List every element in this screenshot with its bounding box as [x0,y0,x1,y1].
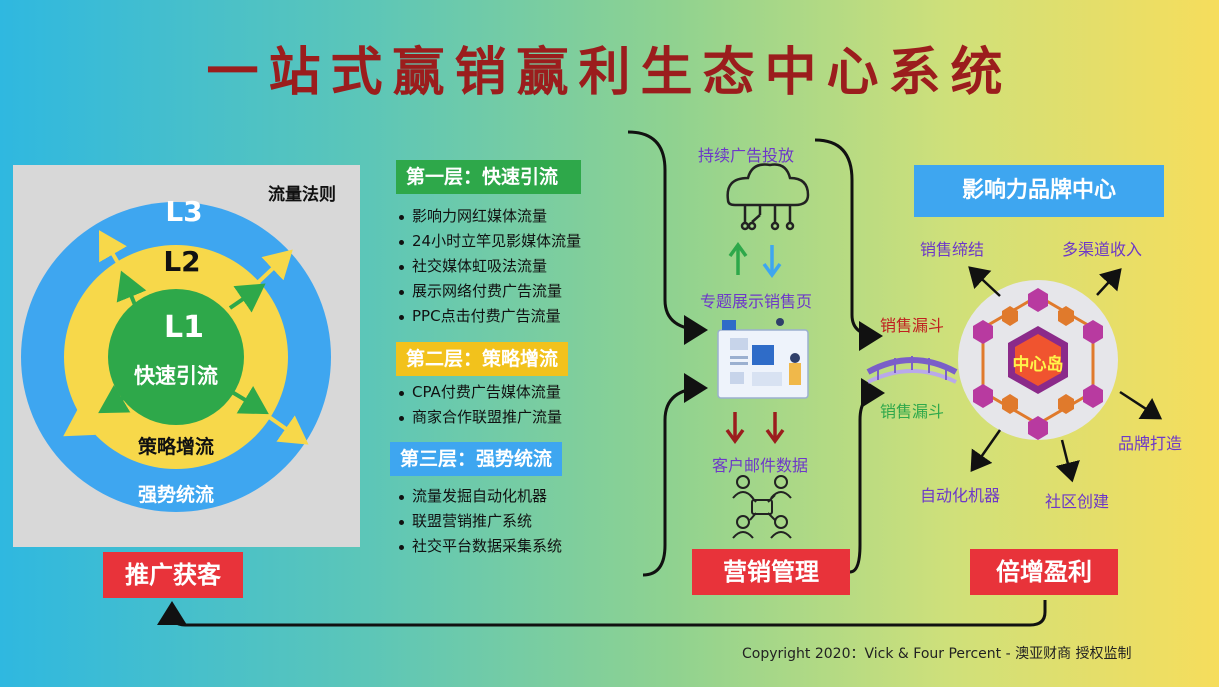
spoke-automation-machine: 自动化机器 [920,486,1001,505]
cloud-network-icon [726,163,810,231]
layer-3: 第三层：强势统流 流量发掘自动化机器 联盟营销推广系统 社交平台数据采集系统 [390,442,563,559]
copyright-text: Copyright 2020：Vick & Four Percent - 澳亚财… [742,646,1132,662]
layer-3-heading: 第三层：强势统流 [390,442,563,476]
list-item: 24小时立竿见影媒体流量 [396,229,581,254]
email-data-label: 客户邮件数据 [712,456,809,475]
spoke-community-building: 社区创建 [1045,492,1110,511]
inner-arrows [98,270,269,415]
marketing-management-button[interactable]: 营销管理 [692,549,850,595]
hub-spoke-arrows [968,266,1163,483]
layer-1-list: 影响力网红媒体流量 24小时立竿见影媒体流量 社交媒体虹吸法流量 展示网络付费广… [396,204,581,329]
ring-l1-sub: 快速引流 [134,364,218,388]
multiply-profit-button[interactable]: 倍增盈利 [970,549,1118,595]
ring-l1 [108,289,244,425]
sync-arrows [728,242,782,278]
list-item: 影响力网红媒体流量 [396,204,581,229]
page-title: 一站式赢销赢利生态中心系统 [206,43,1013,103]
layer-1: 第一层：快速引流 影响力网红媒体流量 24小时立竿见影媒体流量 社交媒体虹吸法流… [396,160,582,329]
spoke-multi-channel-income: 多渠道收入 [1062,240,1143,259]
sales-page-illustration-icon [717,318,809,399]
list-item: 社交媒体虹吸法流量 [396,254,581,279]
ring-l3-label: L3 [165,195,203,228]
flow-arrows [157,130,1047,627]
brand-center-box: 影响力品牌中心 [914,165,1164,217]
funnel-top-label: 销售漏斗 [880,316,945,335]
list-item: CPA付费广告媒体流量 [396,380,568,405]
ring-l2-label: L2 [163,245,201,278]
layer-2-heading: 第二层：策略增流 [396,342,569,376]
spoke-sales-closing: 销售缔结 [920,240,985,259]
list-item: 展示网络付费广告流量 [396,279,581,304]
bridge-icon [866,356,958,384]
ring-l2-sub: 策略增流 [137,436,214,458]
list-item: 商家合作联盟推广流量 [396,405,568,430]
ring-l1-label: L1 [164,310,204,345]
ad-placement-label: 持续广告投放 [698,146,795,165]
team-network-icon [732,475,792,539]
hexagon-hub-icon [958,280,1118,440]
layer-3-list: 流量发掘自动化机器 联盟营销推广系统 社交平台数据采集系统 [396,484,562,559]
acquire-customers-button[interactable]: 推广获客 [103,552,243,598]
list-item: 流量发掘自动化机器 [396,484,562,509]
ring-l3-sub: 强势统流 [137,484,214,506]
layer-2-list: CPA付费广告媒体流量 商家合作联盟推广流量 [396,380,568,430]
spoke-brand-building: 品牌打造 [1118,434,1183,453]
list-item: PPC点击付费广告流量 [396,304,581,329]
layer-1-heading: 第一层：快速引流 [396,160,582,194]
sales-page-label: 专题展示销售页 [700,292,813,311]
layer-2: 第二层：策略增流 CPA付费广告媒体流量 商家合作联盟推广流量 [396,342,569,430]
list-item: 社交平台数据采集系统 [396,534,562,559]
traffic-rule-title: 流量法则 [268,185,336,205]
list-item: 联盟营销推广系统 [396,509,562,534]
data-arrows [725,412,785,444]
hub-label: 中心岛 [1012,355,1064,375]
funnel-bottom-label: 销售漏斗 [880,402,945,421]
